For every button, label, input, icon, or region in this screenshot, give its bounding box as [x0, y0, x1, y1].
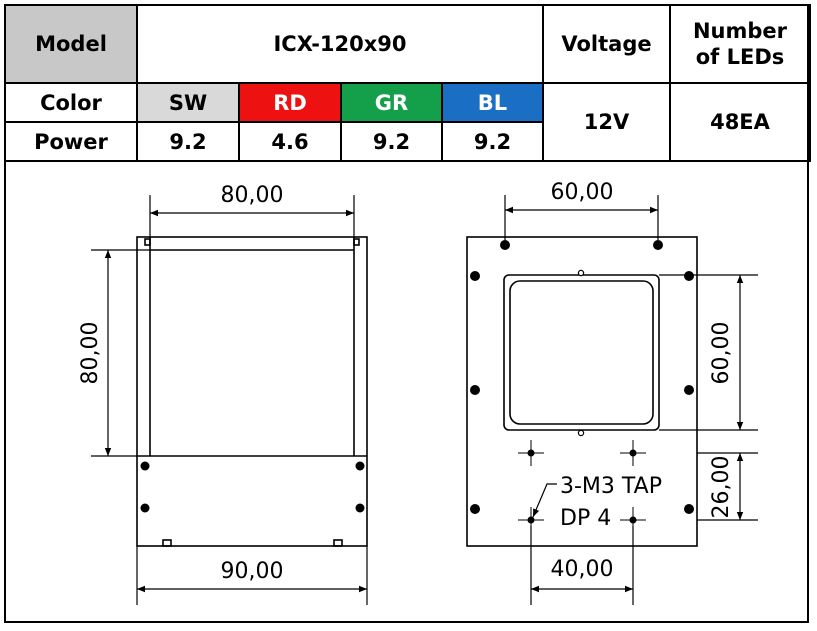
hole-icon	[577, 269, 585, 277]
tap-note-line2: DP 4	[560, 506, 611, 531]
side-bottom-dimension	[136, 546, 368, 605]
model-label: Model	[4, 4, 138, 84]
side-bottom-dimension-label: 90,00	[221, 559, 284, 584]
side-left-dimension-label: 80,00	[78, 322, 103, 385]
side-view	[136, 236, 368, 547]
front-top-dimension	[504, 195, 659, 240]
front-view-screws	[470, 240, 694, 514]
front-view-small-holes	[577, 269, 585, 437]
power-gr: 9.2	[340, 121, 443, 162]
screw-icon	[684, 504, 694, 514]
leds-label-line2: of LEDs	[695, 45, 785, 69]
front-right-dimension-upper-label: 60,00	[709, 322, 734, 385]
tap-note-line1: 3-M3 TAP	[560, 474, 662, 499]
screw-icon	[470, 271, 480, 281]
side-view-screws	[140, 461, 365, 513]
side-view-foot-left	[162, 539, 172, 547]
color-rd: RD	[238, 82, 342, 123]
screw-icon	[500, 240, 510, 250]
side-top-dimension	[149, 195, 355, 237]
front-right-dimension-lower	[697, 452, 758, 521]
voltage-label: Voltage	[542, 4, 671, 84]
power-bl: 9.2	[441, 121, 544, 162]
side-view-top-notch-left	[144, 238, 151, 246]
screw-icon	[140, 503, 150, 513]
side-view-top-notch-right	[353, 238, 360, 246]
screw-icon	[684, 271, 694, 281]
model-value: ICX-120x90	[136, 4, 544, 84]
color-sw: SW	[136, 82, 240, 123]
screw-icon	[470, 385, 480, 395]
power-rd: 4.6	[238, 121, 342, 162]
side-left-dimension	[91, 249, 150, 457]
voltage-value: 12V	[542, 82, 671, 162]
screw-icon	[470, 504, 480, 514]
front-top-dimension-label: 60,00	[551, 180, 614, 205]
hole-icon	[577, 429, 585, 437]
front-right-dimension-lower-label: 26,00	[709, 456, 734, 519]
front-view-outline	[466, 236, 698, 547]
front-right-dimension-upper	[659, 274, 758, 431]
side-top-dimension-label: 80,00	[221, 183, 284, 208]
screw-icon	[355, 503, 365, 513]
tap-note-leader	[532, 483, 557, 518]
color-bl: BL	[441, 82, 544, 123]
leds-label-line1: Number	[692, 19, 788, 43]
front-view-window-outer	[503, 274, 660, 431]
side-view-foot-right	[333, 539, 343, 547]
screw-icon	[140, 461, 150, 471]
screw-icon	[684, 385, 694, 395]
color-label: Color	[4, 82, 138, 123]
tap-hole-icon	[629, 516, 637, 524]
power-sw: 9.2	[136, 121, 240, 162]
power-label: Power	[4, 121, 138, 162]
front-bottom-dimension	[530, 526, 634, 605]
tap-hole-icon	[527, 449, 535, 457]
leds-value: 48EA	[669, 82, 811, 162]
front-bottom-dimension-label: 40,00	[551, 557, 614, 582]
front-view-window-inner	[509, 280, 654, 425]
screw-icon	[355, 461, 365, 471]
tap-hole-icon	[527, 516, 535, 524]
color-gr: GR	[340, 82, 443, 123]
front-view	[466, 236, 698, 547]
screw-icon	[653, 240, 663, 250]
side-view-outline	[136, 236, 368, 547]
tap-hole-icon	[629, 449, 637, 457]
